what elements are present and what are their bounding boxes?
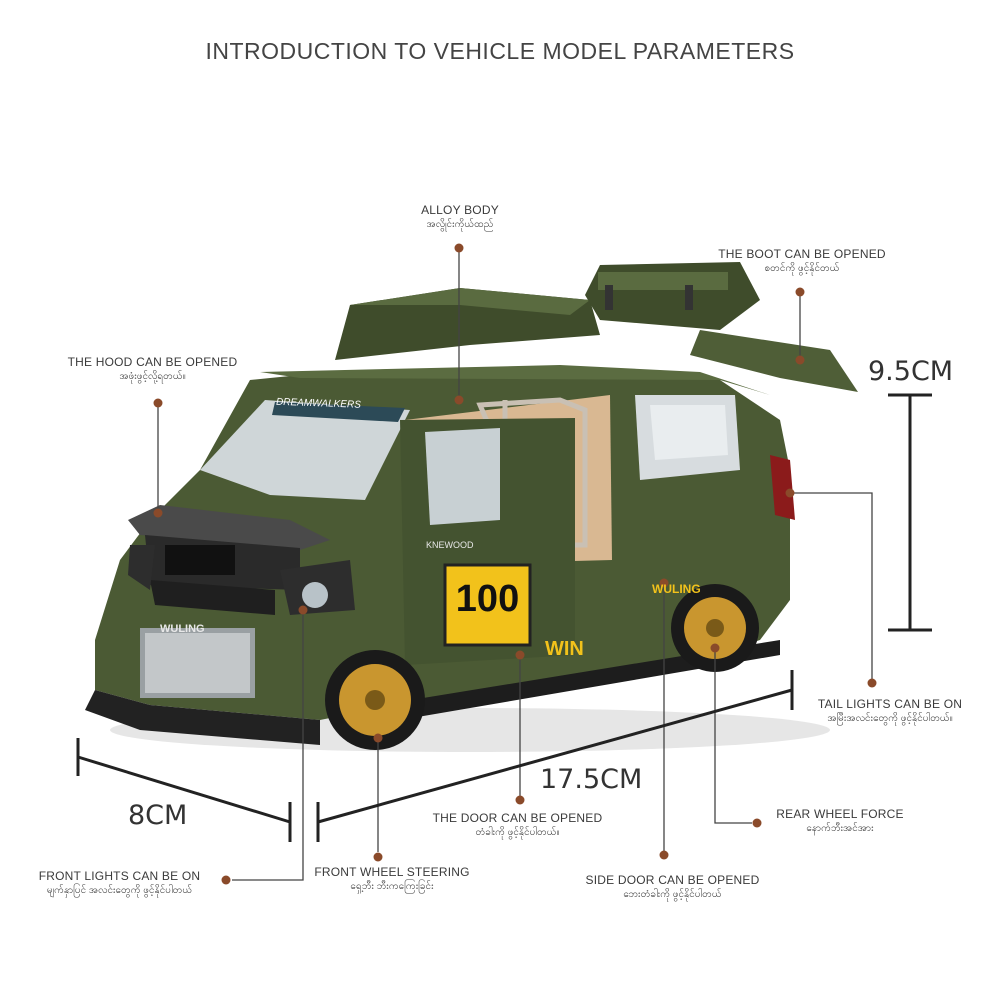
length-dimension-label: 17.5CM <box>540 764 643 795</box>
side-brand: WULING <box>652 582 701 596</box>
callout-alloy-body: ALLOY BODY အလွိုင်းကိုယ်ထည် <box>385 202 535 232</box>
callout-leaders <box>157 248 873 881</box>
callout-rear-wheel: REAR WHEEL FORCE နောက်ဘီးအင်အား <box>770 806 910 836</box>
callout-alloy-body-mm: အလွိုင်းကိုယ်ထည် <box>426 219 494 231</box>
callout-dots <box>153 243 877 885</box>
front-wheel <box>325 650 425 750</box>
callout-door: THE DOOR CAN BE OPENED တံခါးကို ဖွင့်နို… <box>425 810 610 840</box>
dimension-lines <box>76 393 932 842</box>
win-text: WIN <box>545 638 584 660</box>
callout-tail-lights-en: TAIL LIGHTS CAN BE ON <box>817 697 963 711</box>
callout-boot-en: THE BOOT CAN BE OPENED <box>718 247 886 261</box>
callout-front-wheel-mm: ရှေ့ဘီး ဘီးကကြေးခြင်း <box>350 881 434 893</box>
callout-tail-lights: TAIL LIGHTS CAN BE ON အမြီးအလင်းတွေကို ဖ… <box>800 696 980 726</box>
callout-front-wheel-en: FRONT WHEEL STEERING <box>314 865 470 879</box>
callout-alloy-body-en: ALLOY BODY <box>421 203 499 217</box>
callout-hood-mm: အဖုံးဖွင့်လို့ရတယ်။ <box>119 371 186 383</box>
door-text: KNEWOOD <box>426 540 474 550</box>
page-title: INTRODUCTION TO VEHICLE MODEL PARAMETERS <box>205 38 795 64</box>
callout-rear-wheel-en: REAR WHEEL FORCE <box>776 807 904 821</box>
callout-door-mm: တံခါးကို ဖွင့်နိုင်ပါတယ်။ <box>475 827 560 839</box>
callout-side-door-en: SIDE DOOR CAN BE OPENED <box>585 873 760 887</box>
callout-rear-wheel-mm: နောက်ဘီးအင်အား <box>806 823 874 835</box>
callout-hood: THE HOOD CAN BE OPENED အဖုံးဖွင့်လို့ရတယ… <box>60 354 245 384</box>
van-body <box>85 365 795 745</box>
open-boot <box>690 330 858 392</box>
race-number-plate <box>443 563 532 647</box>
height-dimension-label: 9.5CM <box>868 356 954 387</box>
width-dimension-label: 8CM <box>128 800 188 831</box>
callout-hood-en: THE HOOD CAN BE OPENED <box>67 355 238 369</box>
callout-side-door: SIDE DOOR CAN BE OPENED ဘေးတံခါးကို ဖွင့… <box>580 872 765 902</box>
grille-badge: WULING <box>160 623 205 635</box>
callout-side-door-mm: ဘေးတံခါးကို ဖွင့်နိုင်ပါတယ် <box>623 889 722 901</box>
callout-front-lights-mm: မျက်နှာပြင် အလင်းတွေကို ဖွင့်နိုင်ပါတယ် <box>46 885 193 897</box>
callout-front-lights-en: FRONT LIGHTS CAN BE ON <box>38 869 201 883</box>
rear-wheel <box>671 584 759 672</box>
callout-front-lights: FRONT LIGHTS CAN BE ON မျက်နှာပြင် အလင်း… <box>22 868 217 898</box>
callout-tail-lights-mm: အမြီးအလင်းတွေကို ဖွင့်နိုင်ပါတယ်။ <box>827 713 953 725</box>
callout-boot-mm: စတင်ကို ဖွင့်နိုင်တယ် <box>764 263 840 275</box>
callout-front-wheel: FRONT WHEEL STEERING ရှေ့ဘီး ဘီးကကြေးခြင… <box>312 864 472 894</box>
race-number: 100 <box>455 578 520 620</box>
callout-boot: THE BOOT CAN BE OPENED စတင်ကို ဖွင့်နိုင… <box>712 246 892 276</box>
roof-rack <box>335 262 760 360</box>
callout-door-en: THE DOOR CAN BE OPENED <box>432 811 603 825</box>
